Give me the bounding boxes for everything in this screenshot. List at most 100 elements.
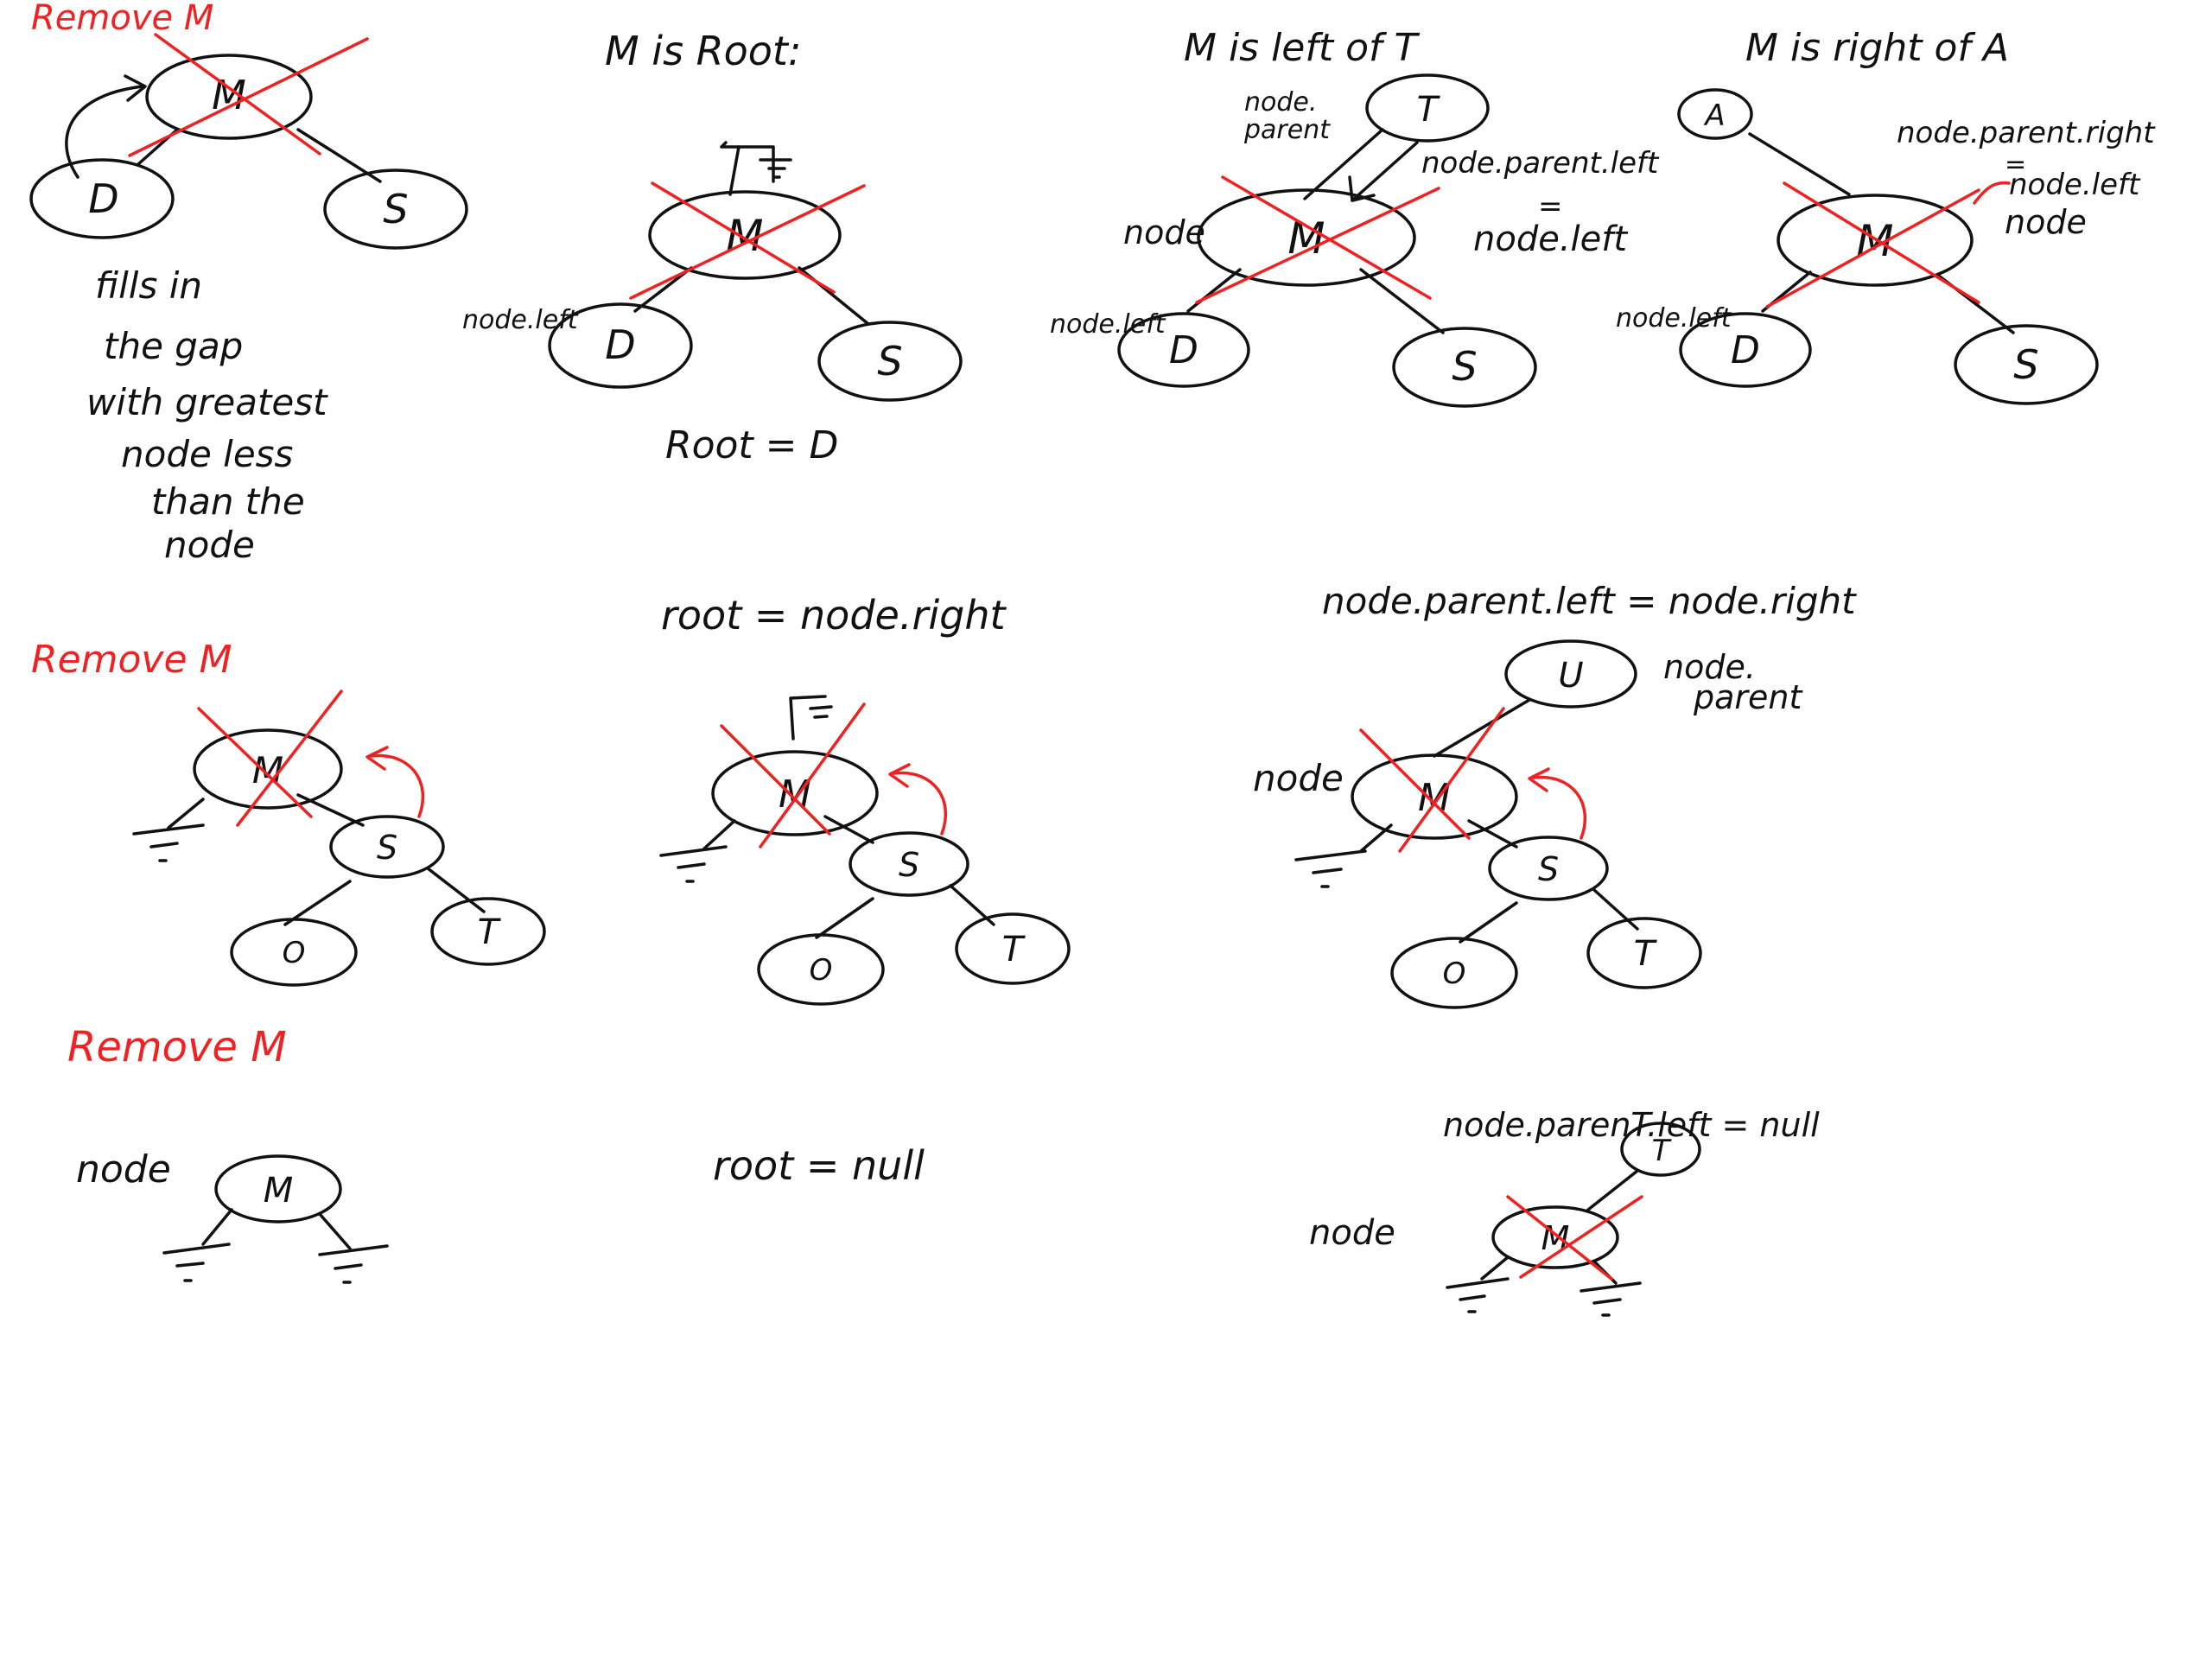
node-s [323,168,468,250]
root-flag [720,141,775,183]
ground-l-2 [1459,1294,1486,1301]
red-arrow [370,753,425,818]
curved-arrow [65,85,144,179]
case1-rightof-assign-1: node.parent.right [1897,116,2156,150]
ground-l-1 [1446,1277,1510,1289]
node-s-label: S [2013,341,2038,388]
node-t-label: T [1652,1134,1672,1168]
cross-stroke-2 [759,702,866,849]
case1-leftof-title: M is left of T [1184,26,1421,70]
node-t [430,897,546,966]
cross-stroke-2 [1765,188,1980,308]
node-s-label: S [377,829,397,867]
case1-leftof-parent-label-1: node. [1244,87,1317,118]
node-s-label: S [899,846,919,884]
red-arrow [1532,775,1587,840]
ground-3 [659,845,728,857]
ground-l-2 [175,1262,205,1268]
cross-stroke-1 [197,707,313,818]
root-stem [728,145,741,196]
node-d [29,158,175,239]
node-s [1954,324,2099,405]
node-t-label: T [1002,930,1027,969]
node-o-label: O [810,953,833,988]
edge-s-o [815,897,874,939]
ground-l-1 [162,1243,231,1255]
edge-u-m [1433,698,1531,758]
red-arrow-head [888,763,911,788]
node-t-label: T [1634,934,1658,974]
node-d [548,302,693,389]
ground-4 [677,862,706,869]
node-t-label: T [478,912,502,952]
red-arrow [893,771,948,836]
node-t-label: T [1417,90,1441,130]
node-t [955,912,1071,985]
case2-parent-assign: node.parent.left = node.right [1322,580,1857,622]
edge-s-t [426,867,486,913]
node-o [757,933,885,1006]
case1-leftof-assign-1: node.parent.left [1421,146,1660,181]
case1-rightof-assign-4: node [2005,203,2087,241]
node-m [214,1154,342,1224]
case1-leftof-left-label: node.left [1050,309,1166,340]
node-o-label: O [1443,957,1466,991]
node-o [230,918,358,987]
node-m-label: M [264,1171,294,1211]
case2-parent-label-1: node. [1663,648,1756,686]
ground-2 [149,842,179,849]
case1-rightof-assign-2: = [2005,149,2026,180]
note-line-4: node less [121,433,293,475]
node-m [1197,188,1416,287]
node-s [849,831,969,897]
edge-m-d [1186,268,1242,313]
node-s [1488,836,1609,901]
case1-root-left-label: node.left [462,305,579,335]
arrow-shaft [1351,141,1419,202]
edge-s-o [1459,901,1518,944]
node-s [1392,327,1537,408]
ground-2 [813,715,829,719]
node-m [193,728,343,810]
case3-root-assign: root = null [713,1142,925,1189]
cross-stroke-1 [1506,1195,1613,1281]
note-line-3: with greatest [86,381,328,423]
red-arrow-head [1528,767,1550,792]
edge-t-m [1303,128,1384,200]
edge-a-m [1748,132,1851,196]
case3-heading: Remove M [67,1023,287,1071]
edge-s-t [1592,888,1639,931]
cross-stroke-1 [1221,175,1432,300]
node-s [817,321,963,402]
node-s-label: S [1452,343,1477,390]
node-s-label: S [877,338,902,385]
case1-leftof-parent-label-2: parent [1243,115,1331,145]
node-a-label: A [1703,99,1725,133]
ground-r-2 [334,1263,363,1270]
case2-parent-tree: U M S O T [1294,639,1702,1009]
case1-rightof-tree: A M D S [1677,88,2099,405]
edge-m-null-left [1480,1255,1510,1281]
case3-parent-node-label: node [1309,1213,1395,1253]
node-m [145,54,313,140]
node-d-label: D [1731,328,1760,372]
node-m [1777,194,1974,287]
ground-1 [132,823,205,836]
edge-t-m [1586,1169,1639,1211]
note-line-1: fills in [95,264,202,307]
cross-stroke-1 [1359,728,1471,840]
case3-node-label: node [76,1147,171,1192]
edge-m-null [167,798,205,830]
arrow-head [124,74,147,102]
ground-r-1 [1580,1281,1642,1293]
node-d-label: D [1169,328,1198,372]
root-flag [789,695,827,741]
case2-root-tree: M S O T [659,695,1071,1006]
case3-parent-tree: T M [1446,1122,1701,1317]
node-o [1390,937,1518,1009]
cross-stroke-2 [236,690,343,827]
case2-parent-node-label: node [1253,757,1344,799]
note-line-5: than the [151,480,305,523]
ground-r-1 [318,1244,389,1256]
